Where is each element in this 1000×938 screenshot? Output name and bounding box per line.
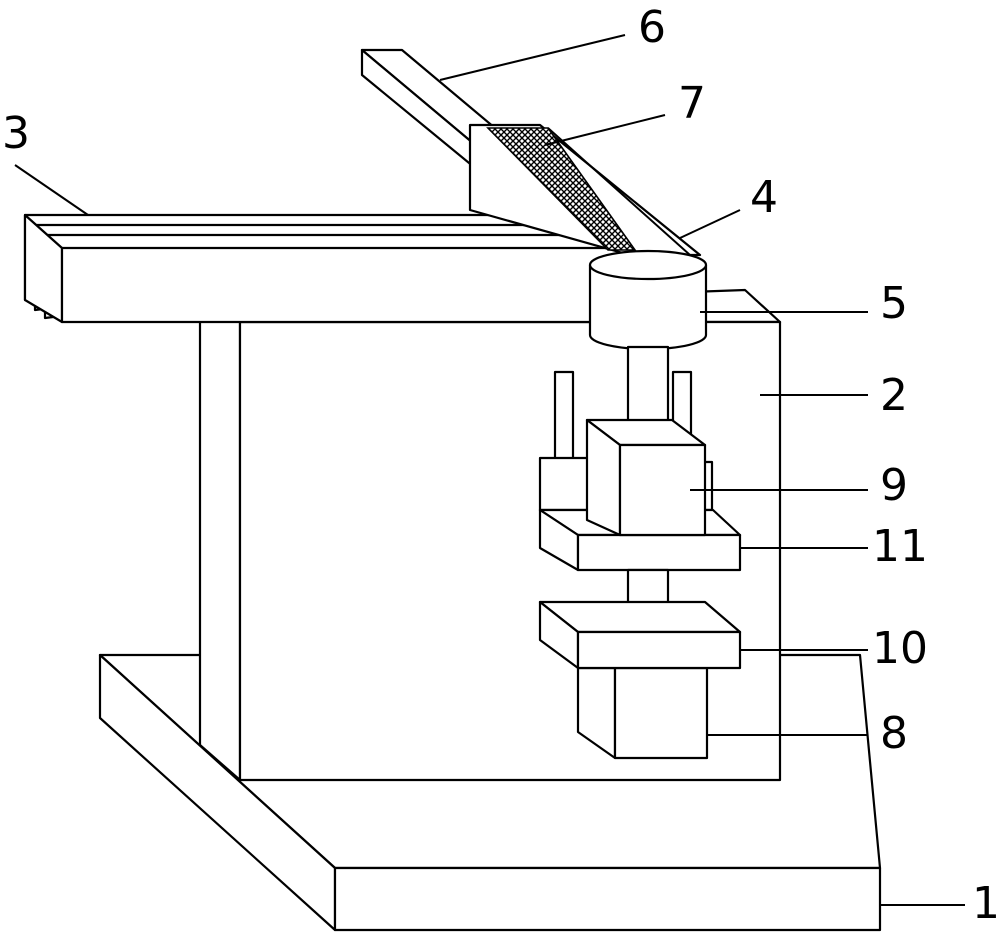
label-5: 5 bbox=[880, 278, 908, 329]
guide-rail bbox=[468, 123, 702, 257]
horizontal-arm bbox=[23, 213, 664, 324]
label-1: 1 bbox=[972, 878, 1000, 929]
label-2: 2 bbox=[880, 370, 908, 421]
label-6: 6 bbox=[638, 2, 666, 53]
label-10: 10 bbox=[872, 623, 928, 674]
leader-lines bbox=[14, 34, 965, 906]
label-11: 11 bbox=[872, 521, 928, 572]
label-7: 7 bbox=[678, 78, 706, 129]
label-9: 9 bbox=[880, 460, 908, 511]
rotary-joint bbox=[588, 249, 708, 351]
label-4: 4 bbox=[750, 172, 778, 223]
upper-block bbox=[585, 418, 707, 537]
lower-plate bbox=[538, 600, 742, 670]
label-3: 3 bbox=[2, 108, 30, 159]
lower-block bbox=[576, 666, 709, 760]
label-8: 8 bbox=[880, 708, 908, 759]
